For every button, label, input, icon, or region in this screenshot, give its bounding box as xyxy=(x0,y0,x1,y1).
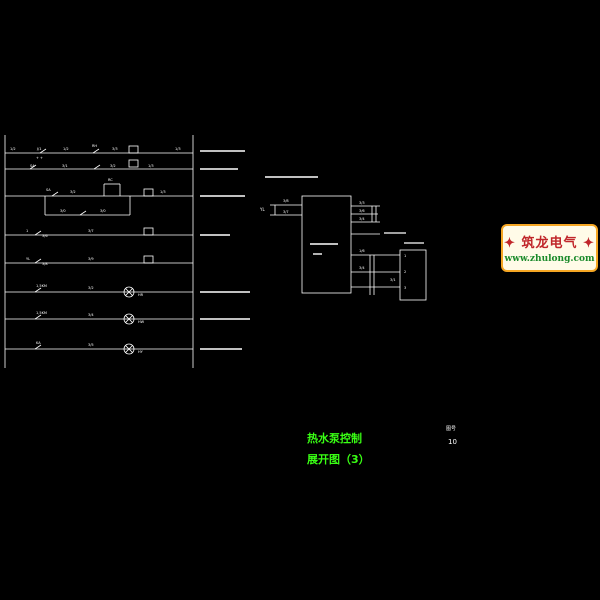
svg-text:1/3: 1/3 xyxy=(175,147,181,151)
svg-text:1: 1 xyxy=(26,229,28,233)
svg-text:HR: HR xyxy=(138,293,144,297)
rung-8: KA 3/5 HY xyxy=(5,341,193,355)
svg-text:YL: YL xyxy=(26,257,30,261)
svg-text:1/2: 1/2 xyxy=(10,147,16,151)
title-line-2: 展开图（3） xyxy=(306,453,370,466)
svg-text:3/7: 3/7 xyxy=(88,229,94,233)
controller-box xyxy=(301,195,352,294)
star-icon: ✦ xyxy=(583,236,595,251)
svg-text:3/7: 3/7 xyxy=(283,210,289,214)
rung-annotations xyxy=(200,150,250,350)
ladder-diagram: 1/2 J/1 1/2 RH 3/3 1/3 + + SA 3/1 3/2 1/… xyxy=(4,135,250,368)
svg-text:1/2: 1/2 xyxy=(63,147,69,151)
svg-text:HY: HY xyxy=(138,350,144,354)
svg-text:3: 3 xyxy=(404,286,406,290)
svg-text:+ +: + + xyxy=(36,156,43,160)
svg-text:J/1: J/1 xyxy=(36,147,41,151)
svg-text:RC: RC xyxy=(108,178,113,182)
svg-text:YL: YL xyxy=(259,207,265,212)
svg-text:1: 1 xyxy=(404,254,406,258)
svg-text:3/4: 3/4 xyxy=(359,266,365,270)
sheet-number-label: 图号 xyxy=(446,426,456,432)
svg-text:3/2: 3/2 xyxy=(88,286,94,290)
svg-text:3/0: 3/0 xyxy=(60,209,66,213)
svg-text:HW: HW xyxy=(138,320,145,324)
svg-text:3/8: 3/8 xyxy=(42,262,48,266)
svg-text:2: 2 xyxy=(404,270,406,274)
svg-text:3/8: 3/8 xyxy=(283,199,289,203)
svg-text:1/6: 1/6 xyxy=(359,249,365,253)
svg-text:SA: SA xyxy=(30,164,35,168)
title-block: 热水泵控制 展开图（3） 图号 10 xyxy=(306,426,457,466)
rung-1: 1/2 J/1 1/2 RH 3/3 1/3 xyxy=(5,144,193,154)
svg-text:1,5KM: 1,5KM xyxy=(36,311,47,315)
controller-diagram: YL 3/8 3/7 3/3 3/6 3/4 1/6 3/4 3/1 1 2 3 xyxy=(259,176,427,301)
svg-text:3/5: 3/5 xyxy=(88,343,94,347)
rung-5: YL 3/8 3/9 xyxy=(5,255,193,266)
sensor-box xyxy=(399,249,427,301)
svg-text:SA: SA xyxy=(46,188,51,192)
svg-text:3/3: 3/3 xyxy=(112,147,118,151)
svg-text:3/4: 3/4 xyxy=(359,217,365,221)
svg-text:KA: KA xyxy=(36,341,41,345)
rung-3: SA 3/2 RC 3/0 3/0 1/3 xyxy=(5,178,193,216)
svg-text:1/3: 1/3 xyxy=(160,190,166,194)
logo-url: www.zhulong.com xyxy=(504,254,595,264)
svg-text:3/9: 3/9 xyxy=(88,257,94,261)
svg-text:3/1: 3/1 xyxy=(390,278,396,282)
star-icon: ✦ xyxy=(504,236,516,251)
rung-2: + + SA 3/1 3/2 1/3 xyxy=(5,156,193,170)
rung-7: 1,5KM 3/4 HW xyxy=(5,311,193,325)
svg-text:3/3: 3/3 xyxy=(359,201,365,205)
svg-text:3/0: 3/0 xyxy=(100,209,106,213)
svg-text:3/2: 3/2 xyxy=(70,190,76,194)
svg-text:3/1: 3/1 xyxy=(62,164,68,168)
svg-text:RH: RH xyxy=(92,144,97,148)
svg-text:3/6: 3/6 xyxy=(42,234,48,238)
svg-text:3/6: 3/6 xyxy=(359,209,365,213)
svg-text:1,5KM: 1,5KM xyxy=(36,284,47,288)
rung-6: 1,5KM 3/2 HR xyxy=(5,284,193,298)
svg-text:3/2: 3/2 xyxy=(110,164,116,168)
logo-name: 筑龙电气 xyxy=(521,236,578,251)
svg-text:3/4: 3/4 xyxy=(88,313,94,317)
title-line-1: 热水泵控制 xyxy=(307,431,362,445)
zhulong-logo: ✦ 筑龙电气 ✦ www.zhulong.com xyxy=(501,224,598,272)
svg-text:1/3: 1/3 xyxy=(148,164,154,168)
sheet-number: 10 xyxy=(448,438,457,446)
rung-4: 1 3/6 3/7 xyxy=(5,227,193,238)
